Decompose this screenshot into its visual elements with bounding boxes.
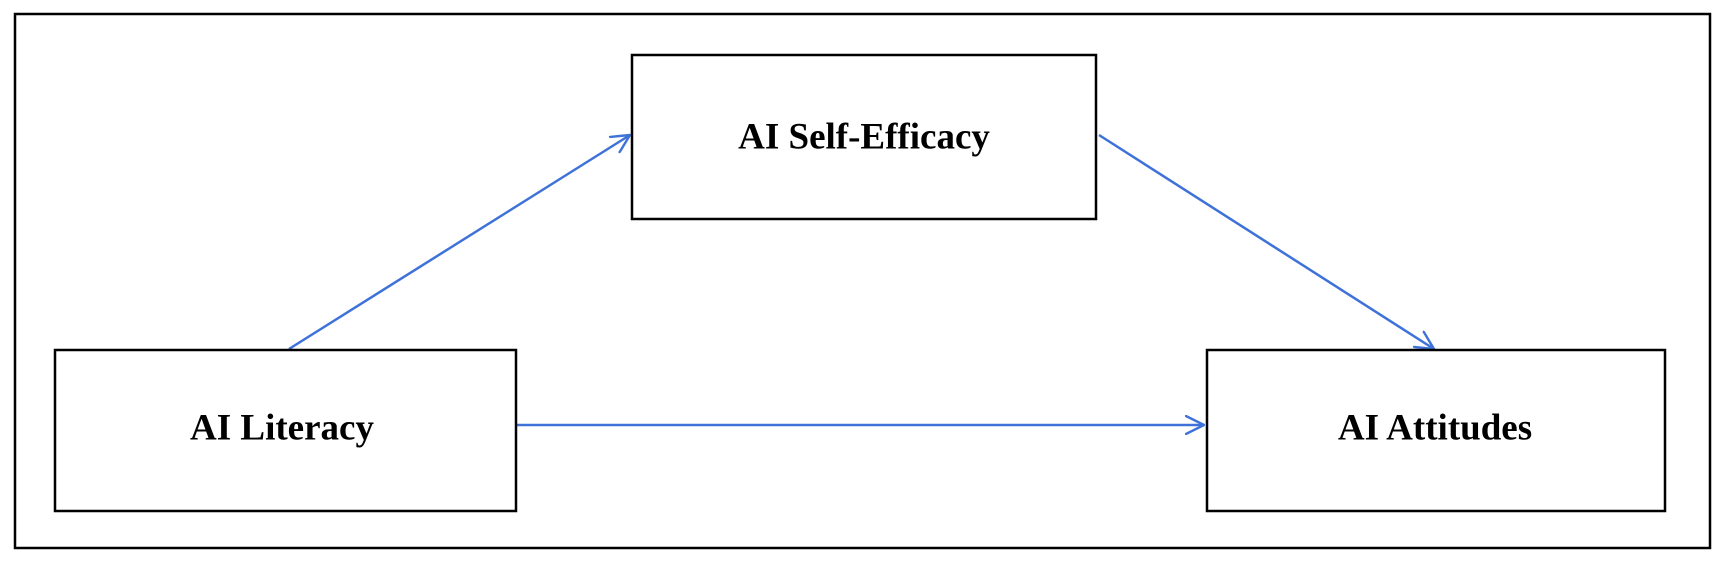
edge-literacy-to-self-efficacy: [288, 135, 630, 351]
node-literacy: AI Literacy: [53, 348, 518, 513]
outer-frame: [13, 12, 1712, 550]
node-literacy-box: [53, 348, 518, 513]
node-literacy-label: AI Literacy: [190, 408, 374, 449]
node-self-efficacy-label: AI Self-Efficacy: [738, 117, 990, 158]
node-self-efficacy: AI Self-Efficacy: [630, 53, 1098, 221]
node-attitudes-label: AI Attitudes: [1338, 408, 1532, 449]
node-self-efficacy-box: [630, 53, 1098, 221]
node-attitudes: AI Attitudes: [1205, 348, 1667, 513]
node-attitudes-box: [1205, 348, 1667, 513]
edge-self-efficacy-to-attitudes: [1098, 133, 1434, 349]
